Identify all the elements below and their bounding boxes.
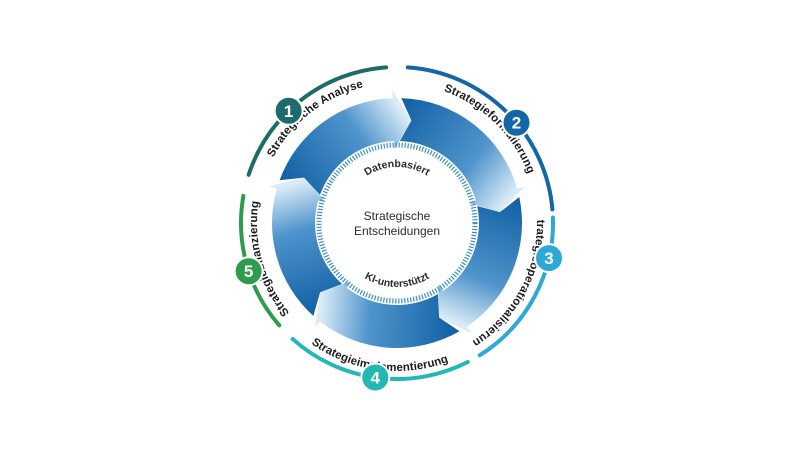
process-arrow-1 — [279, 90, 412, 195]
stage-badge-3: 3 — [534, 243, 565, 274]
stage-badge-4: 4 — [360, 362, 391, 393]
outer-arc-1 — [246, 65, 389, 177]
center-circle: StrategischeEntscheidungenDatenbasiertKI… — [316, 142, 478, 304]
svg-text:5: 5 — [244, 262, 253, 281]
process-arrow-4 — [315, 281, 460, 348]
stage-badge-2: 2 — [501, 107, 532, 138]
center-title-line-2: Entscheidungen — [354, 224, 440, 238]
center-title-line-1: Strategische — [364, 209, 431, 223]
process-arrow-3 — [438, 197, 523, 334]
svg-text:4: 4 — [371, 368, 381, 387]
process-arrows — [269, 90, 525, 348]
process-arrow-2 — [399, 98, 525, 213]
stage-badge-5: 5 — [233, 256, 264, 287]
center-disk — [325, 151, 469, 295]
outer-arc-3 — [477, 215, 555, 358]
svg-text:1: 1 — [284, 102, 293, 121]
stage-badge-1: 1 — [273, 95, 304, 126]
svg-text:2: 2 — [512, 114, 521, 133]
stage-badges: 1 2 3 4 5 — [233, 95, 565, 393]
inner-dotted-ring — [316, 142, 478, 304]
process-arrow-5 — [269, 177, 343, 316]
svg-text:3: 3 — [544, 249, 553, 268]
